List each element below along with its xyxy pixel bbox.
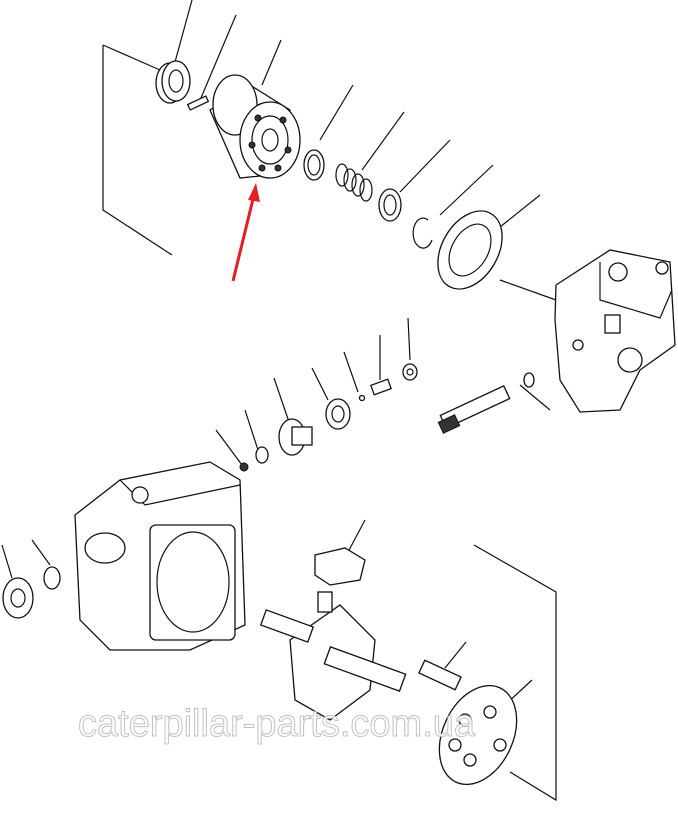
- control-valve-spool-part: [437, 372, 535, 434]
- small-nut-part: [239, 462, 249, 472]
- washer-part: [303, 149, 325, 181]
- lock-nut-part: [325, 398, 351, 430]
- pin-part: [186, 95, 210, 111]
- nut-part: [402, 363, 418, 381]
- shaft-swash-plate-part: [259, 591, 407, 721]
- spring-part: [335, 163, 373, 202]
- red-indicator-arrow: [231, 183, 260, 282]
- ball-part: [358, 394, 366, 402]
- pump-case-housing-part: [74, 461, 246, 651]
- shoe-plate-part: [438, 684, 518, 786]
- cylinder-block-part: [209, 74, 301, 179]
- retainer-ring-part: [378, 188, 402, 222]
- key-block-part: [314, 547, 366, 586]
- front-plug-part: [2, 577, 34, 619]
- valve-plate-part: [437, 210, 503, 290]
- snap-ring-part: [412, 217, 433, 249]
- end-cover-housing-part: [554, 249, 676, 413]
- o-ring-part: [255, 446, 269, 464]
- plug-part: [278, 418, 313, 456]
- leader-lines: [1, 0, 557, 802]
- piston-pin-part: [418, 659, 462, 691]
- front-o-ring-part: [43, 566, 61, 590]
- oil-seal-part: [155, 60, 191, 104]
- watermark-text: caterpillar-parts.com.ua: [78, 703, 476, 745]
- fitting-part: [369, 378, 393, 396]
